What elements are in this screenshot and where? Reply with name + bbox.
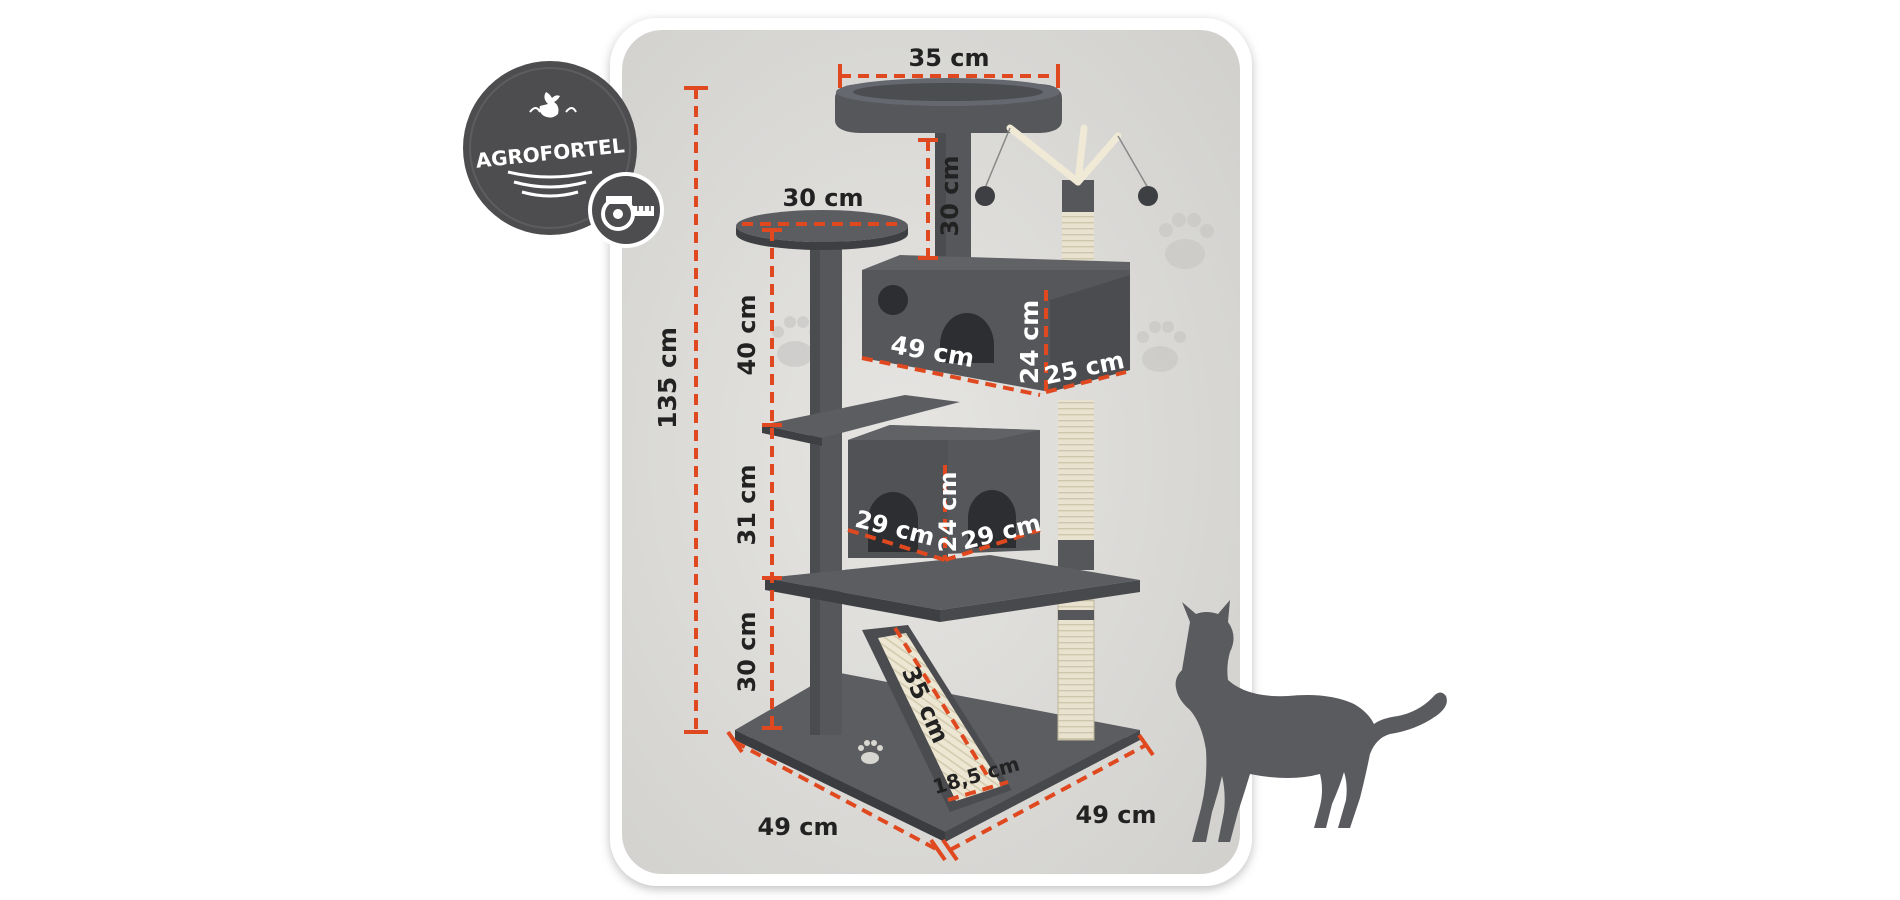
rooster-icon	[529, 92, 577, 118]
label-lower-house-height: 24 cm	[934, 472, 962, 553]
cat-tree	[735, 78, 1158, 842]
lower-platform	[765, 555, 1140, 622]
scratching-ramp	[862, 625, 1012, 812]
top-bed	[835, 78, 1062, 133]
label-upper-house-height: 24 cm	[1015, 300, 1044, 384]
label-top-platform-width: 35 cm	[909, 44, 990, 72]
paw-print-icon	[858, 740, 883, 764]
sisal-post-lower	[1058, 600, 1094, 740]
left-top-platform	[736, 210, 908, 250]
label-base-left: 49 cm	[758, 813, 839, 841]
dimension-lines	[684, 64, 1155, 862]
label-base-section-height: 30 cm	[733, 612, 761, 693]
field-rows-icon	[507, 170, 593, 198]
tape-measure-icon	[588, 172, 664, 248]
hanging-toys	[975, 124, 1158, 206]
label-top-post-height: 30 cm	[936, 156, 964, 237]
lower-house	[848, 425, 1040, 558]
middle-platform	[762, 395, 960, 446]
brand-badge: AGROFORTEL	[463, 61, 664, 248]
label-left-post-height: 40 cm	[733, 295, 761, 376]
label-base-right: 49 cm	[1076, 801, 1157, 829]
label-left-platform-width: 30 cm	[783, 184, 864, 212]
label-middle-section-height: 31 cm	[733, 465, 761, 546]
paw-print-icon	[772, 213, 1214, 372]
upper-house	[862, 255, 1130, 392]
label-total-height: 135 cm	[653, 327, 682, 429]
cat-silhouette-icon	[1175, 600, 1447, 842]
